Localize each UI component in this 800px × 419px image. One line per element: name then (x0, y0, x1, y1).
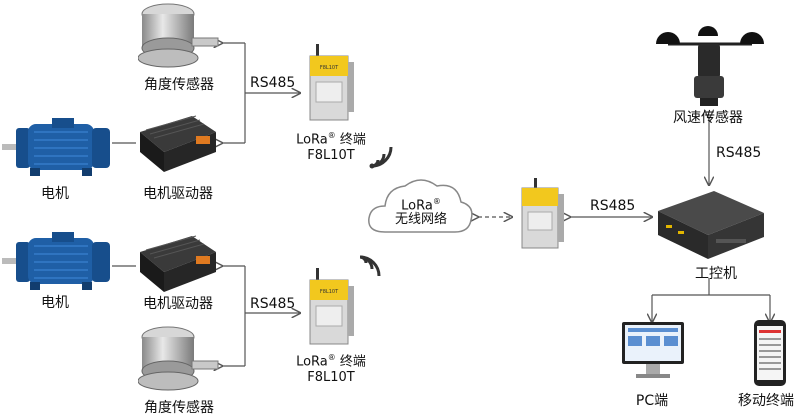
rs485-top-label: RS485 (250, 75, 296, 91)
driver-top-label: 电机驱动器 (143, 186, 213, 202)
motor-driver-bottom-icon (140, 235, 216, 292)
angle-sensor-bottom-icon (138, 326, 219, 391)
angle-sensor-top-label: 角度传感器 (144, 77, 214, 93)
pc-label: PC端 (635, 393, 669, 409)
lora-gateway-icon (521, 178, 564, 249)
ipc-label: 工控机 (695, 266, 737, 282)
modem-label: F8L10T (320, 289, 339, 295)
rs485-center-label: RS485 (590, 198, 636, 214)
rs485-right-label: RS485 (716, 145, 762, 161)
terminal-bottom-label: LoRa® 终端 F8L10T (296, 353, 366, 386)
signal-wave-top-icon (369, 146, 393, 169)
terminal-top-label: LoRa® 终端 F8L10T (296, 131, 366, 164)
driver-bottom-label: 电机驱动器 (143, 296, 213, 312)
wind-sensor-icon (656, 26, 764, 106)
rs485-bottom-label: RS485 (250, 296, 296, 312)
wind-sensor-label: 风速传感器 (673, 110, 743, 126)
cloud-label-line2: 无线网络 (394, 212, 448, 227)
motor-top-label: 电机 (41, 186, 69, 202)
motor-bottom-icon (2, 232, 110, 290)
angle-sensor-bottom-label: 角度传感器 (144, 400, 214, 416)
ipc-icon (658, 191, 764, 259)
motor-bottom-label: 电机 (41, 295, 69, 311)
motor-top-icon (2, 118, 110, 176)
modem-label: F8L10T (320, 65, 339, 71)
pc-monitor-icon (622, 322, 684, 378)
signal-wave-bottom-icon (359, 255, 381, 277)
angle-sensor-top-icon (138, 3, 219, 68)
mobile-phone-icon (754, 320, 786, 386)
lora-terminal-top-icon: F8L10T (309, 44, 354, 121)
mobile-label: 移动终端 (738, 393, 794, 409)
cloud-label-line1: LoRa® (401, 197, 441, 214)
lora-terminal-bottom-icon: F8L10T (309, 268, 354, 345)
motor-driver-top-icon (140, 115, 216, 172)
lora-cloud-icon (368, 179, 473, 233)
